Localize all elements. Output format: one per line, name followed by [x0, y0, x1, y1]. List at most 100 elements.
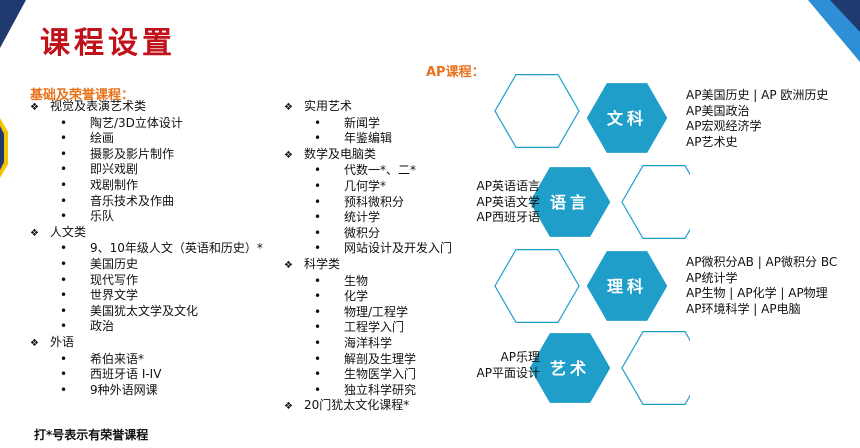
course-item: •音乐技术及作曲	[30, 194, 263, 210]
course-item-label: 9种外语网课	[90, 382, 158, 397]
course-item-label: 即兴戏剧	[90, 162, 139, 177]
ap-heading: AP课程：	[426, 65, 485, 80]
course-item: • 代数一*、二*	[284, 163, 452, 179]
course-category: ❖科学类	[284, 257, 452, 274]
course-item-label: 代数一*、二*	[344, 163, 417, 178]
course-item-label: 微积分	[344, 225, 381, 240]
ap-course-line: AP乐理	[500, 350, 540, 364]
course-item-label: 生物	[344, 273, 369, 288]
hexagon-outline	[494, 249, 580, 323]
bullet-icon: •	[60, 162, 68, 177]
ap-course-line: AP统计学	[686, 270, 738, 285]
foundation-honors-heading: 基础及荣誉课程：	[30, 88, 135, 103]
course-category-label: 20门犹太文化课程*	[304, 398, 410, 413]
ap-course-line: AP英语语言	[476, 179, 540, 193]
hexagon-yuyan	[526, 164, 614, 240]
course-category-label: 数学及电脑类	[304, 146, 377, 161]
ap-course-line: AP平面设计	[476, 365, 540, 380]
bullet-icon: •	[60, 351, 68, 366]
course-item-label: 网站设计及开发入门	[344, 241, 453, 256]
course-item-label: 美国历史	[90, 256, 139, 271]
diamond-bullet-icon: ❖	[30, 337, 39, 349]
course-item-label: 统计学	[344, 210, 381, 225]
course-item-label: 海洋科学	[344, 335, 393, 350]
course-item: •绘画	[30, 131, 263, 147]
course-category: ❖ 20门犹太文化课程*	[284, 398, 452, 415]
course-item: •海洋科学	[284, 336, 452, 352]
course-item: • 网站设计及开发入门	[284, 241, 452, 257]
course-item: •解剖及生理学	[284, 352, 452, 368]
diamond-bullet-icon: ❖	[284, 149, 293, 161]
course-category-label: 人文类	[50, 224, 87, 239]
course-item: • 生物	[284, 274, 452, 290]
course-item: •独立科学研究	[284, 383, 452, 399]
bullet-icon: •	[314, 241, 322, 256]
bullet-icon: •	[60, 303, 68, 318]
diamond-bullet-icon: ❖	[284, 102, 293, 113]
ap-course-line: AP宏观经济学	[686, 119, 762, 133]
bullet-icon: •	[60, 209, 68, 224]
course-item-label: 生物医学入门	[344, 367, 417, 382]
course-item-label: 年鉴编辑	[344, 131, 393, 146]
course-item-label: 化学	[344, 289, 369, 304]
bullet-icon: •	[60, 115, 68, 130]
course-item: •西班牙语 I-IV	[30, 367, 263, 383]
bullet-icon: •	[314, 178, 322, 193]
course-item: •希伯来语*	[30, 352, 263, 368]
course-item: •世界文学	[30, 288, 263, 304]
course-category: ❖外语	[30, 335, 263, 352]
ap-course-line: AP生物 | AP化学 | AP物理	[686, 286, 828, 300]
ap-course-line: AP美国政治	[686, 103, 750, 118]
course-list-column-2: ❖实用艺术•新闻学•年鉴编辑❖数学及电脑类•代数一*、二*•几何学*•预科微积分…	[284, 99, 452, 415]
ap-course-line: AP英语文学	[476, 194, 540, 209]
course-item-label: 工程学入门	[344, 320, 405, 335]
course-item-label: 绘画	[90, 131, 115, 146]
course-item: • 陶艺/3D立体设计	[30, 116, 263, 132]
course-item: •摄影及影片制作	[30, 147, 263, 163]
course-item: •政治	[30, 319, 263, 335]
course-item-label: 几何学*	[344, 178, 387, 193]
bullet-icon: •	[60, 272, 68, 287]
course-item-label: 音乐技术及作曲	[90, 193, 175, 208]
bullet-icon: •	[314, 273, 322, 288]
course-item-label: 陶艺/3D立体设计	[90, 115, 183, 130]
course-item-label: 戏剧制作	[90, 177, 139, 192]
course-item-label: 解剖及生理学	[344, 351, 417, 366]
course-item: •物理/工程学	[284, 305, 452, 321]
course-item-label: 物理/工程学	[344, 304, 409, 319]
course-item: •9种外语网课	[30, 383, 263, 399]
ap-course-line: AP艺术史	[686, 134, 738, 149]
course-category-label: 视觉及表演艺术类	[50, 99, 147, 113]
course-item: •化学	[284, 289, 452, 305]
diamond-bullet-icon: ❖	[30, 227, 39, 239]
course-category: ❖实用艺术	[284, 99, 452, 116]
bullet-icon: •	[314, 131, 322, 146]
course-item: • 即兴戏剧	[30, 162, 263, 178]
bullet-icon: •	[60, 177, 68, 192]
bullet-icon: •	[314, 163, 322, 178]
course-category: ❖ 人文类	[30, 225, 263, 242]
course-item: • 乐队	[30, 209, 263, 225]
bullet-icon: •	[60, 367, 68, 382]
course-item-label: 摄影及影片制作	[90, 146, 175, 161]
bullet-icon: •	[314, 382, 322, 397]
hexagon-like	[583, 248, 671, 324]
diamond-bullet-icon: ❖	[284, 401, 293, 413]
ap-course-line: AP美国历史 | AP 欧洲历史	[686, 88, 829, 102]
course-item-label: 乐队	[90, 209, 115, 224]
bullet-icon: •	[314, 320, 322, 335]
bullet-icon: •	[314, 225, 322, 240]
course-category: ❖视觉及表演艺术类	[30, 99, 263, 116]
hexagon-outline	[494, 74, 580, 149]
course-item: •统计学	[284, 210, 452, 226]
side-accent	[0, 118, 8, 178]
course-list-column-1: ❖视觉及表演艺术类•陶艺/3D立体设计•绘画•摄影及影片制作•即兴戏剧•戏剧制作…	[30, 99, 263, 398]
bullet-icon: •	[314, 194, 322, 209]
bullet-icon: •	[60, 241, 68, 256]
course-item-label: 预科微积分	[344, 194, 405, 209]
hexagon-label-like: 理科	[607, 277, 647, 296]
